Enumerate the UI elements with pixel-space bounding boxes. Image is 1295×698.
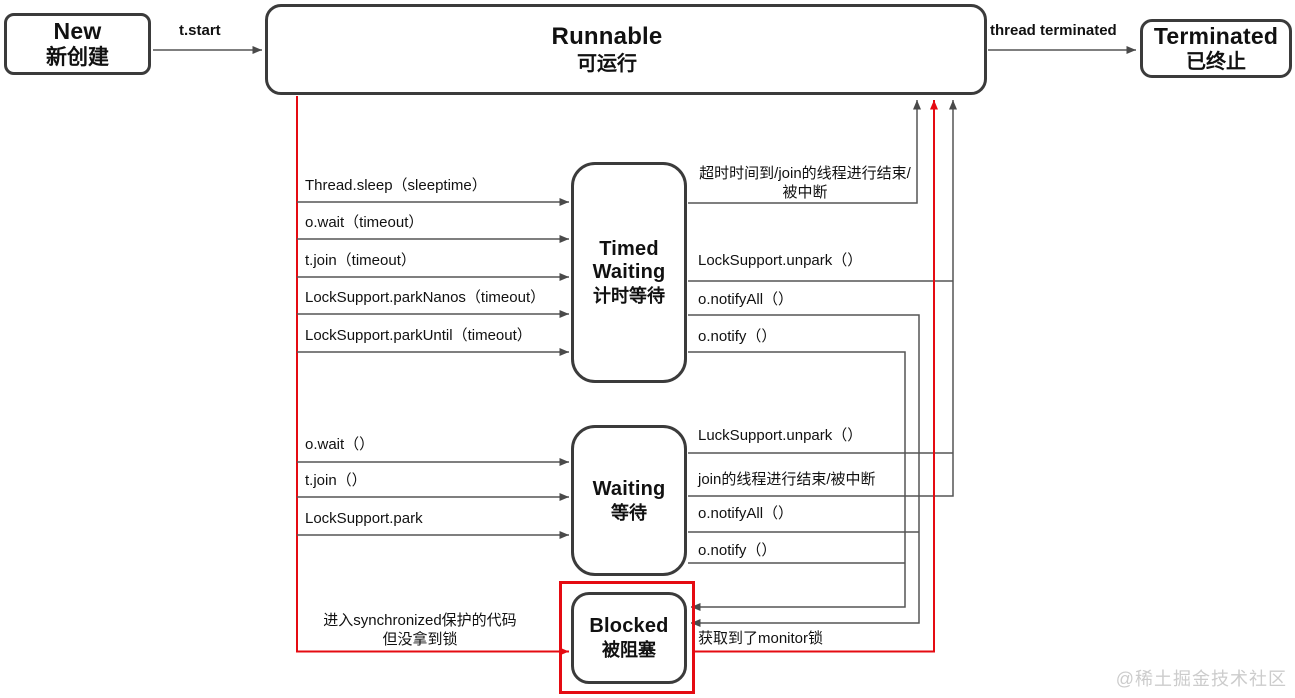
label-parkuntil: LockSupport.parkUntil（timeout） <box>305 327 532 344</box>
label-waiting-notifyall: o.notifyAll（） <box>698 505 794 522</box>
arrow-blocked-to-runnable <box>692 100 938 653</box>
label-t-start: t.start <box>179 22 221 39</box>
node-waiting-title: Waiting <box>592 477 666 500</box>
watermark: @稀土掘金技术社区 <box>1115 669 1287 689</box>
node-timed-waiting-title-line1: Timed <box>599 238 659 261</box>
label-lockpark: LockSupport.park <box>305 510 423 527</box>
label-timed-timeout-line2: 被中断 <box>782 184 828 201</box>
node-terminated-title: Terminated <box>1153 22 1279 49</box>
node-new: New 新创建 <box>4 13 151 75</box>
label-timed-timeout: 超时时间到/join的线程进行结束/ 被中断 <box>692 164 918 202</box>
node-timed-waiting-title-line2: Waiting <box>592 261 666 284</box>
label-timed-notifyall: o.notifyAll（） <box>698 291 794 308</box>
node-blocked-title: Blocked <box>589 615 669 638</box>
label-enter-synchronized: 进入synchronized保护的代码 但没拿到锁 <box>300 611 540 649</box>
label-waiting-notify: o.notify（） <box>698 542 777 559</box>
node-new-subtitle: 新创建 <box>46 46 109 70</box>
arrow-runnable-to-blocked <box>296 96 569 656</box>
label-thread-sleep: Thread.sleep（sleeptime） <box>305 177 487 194</box>
node-terminated-subtitle: 已终止 <box>1186 51 1246 74</box>
label-tjoin: t.join（） <box>305 472 367 489</box>
node-runnable: Runnable 可运行 <box>265 4 987 95</box>
arrow-timed-timeout-return <box>688 100 921 204</box>
node-timed-waiting-subtitle: 计时等待 <box>593 286 665 307</box>
node-terminated: Terminated 已终止 <box>1140 19 1292 78</box>
node-waiting-subtitle: 等待 <box>611 502 647 523</box>
node-blocked-highlight-frame <box>559 581 695 694</box>
arrow-notify-to-blocked <box>688 351 906 611</box>
label-thread-terminated: thread terminated <box>990 22 1117 39</box>
label-owait: o.wait（） <box>305 436 375 453</box>
label-monitor-acquired: 获取到了monitor锁 <box>698 630 824 647</box>
node-waiting: Waiting 等待 <box>571 425 687 576</box>
label-waiting-unpark: LuckSupport.unpark（） <box>698 427 863 444</box>
node-timed-waiting: Timed Waiting 计时等待 <box>571 162 687 383</box>
label-tjoin-timeout: t.join（timeout） <box>305 252 416 269</box>
label-enter-synchronized-line2: 但没拿到锁 <box>382 631 458 648</box>
label-timed-timeout-line1: 超时时间到/join的线程进行结束/ <box>699 165 911 182</box>
label-owait-timeout: o.wait（timeout） <box>305 214 424 231</box>
node-runnable-title: Runnable <box>551 23 663 51</box>
arrow-notifyall-to-blocked <box>688 314 920 627</box>
label-timed-unpark: LockSupport.unpark（） <box>698 252 863 269</box>
label-waiting-join-end: join的线程进行结束/被中断 <box>698 471 876 488</box>
arrow-unpark-return <box>688 100 957 497</box>
node-blocked: Blocked 被阻塞 <box>571 592 687 684</box>
node-blocked-subtitle: 被阻塞 <box>602 640 656 661</box>
label-enter-synchronized-line1: 进入synchronized保护的代码 <box>323 612 517 629</box>
node-new-title: New <box>53 17 102 44</box>
node-runnable-subtitle: 可运行 <box>577 52 637 75</box>
label-timed-notify: o.notify（） <box>698 328 777 345</box>
label-parknanos: LockSupport.parkNanos（timeout） <box>305 289 546 306</box>
